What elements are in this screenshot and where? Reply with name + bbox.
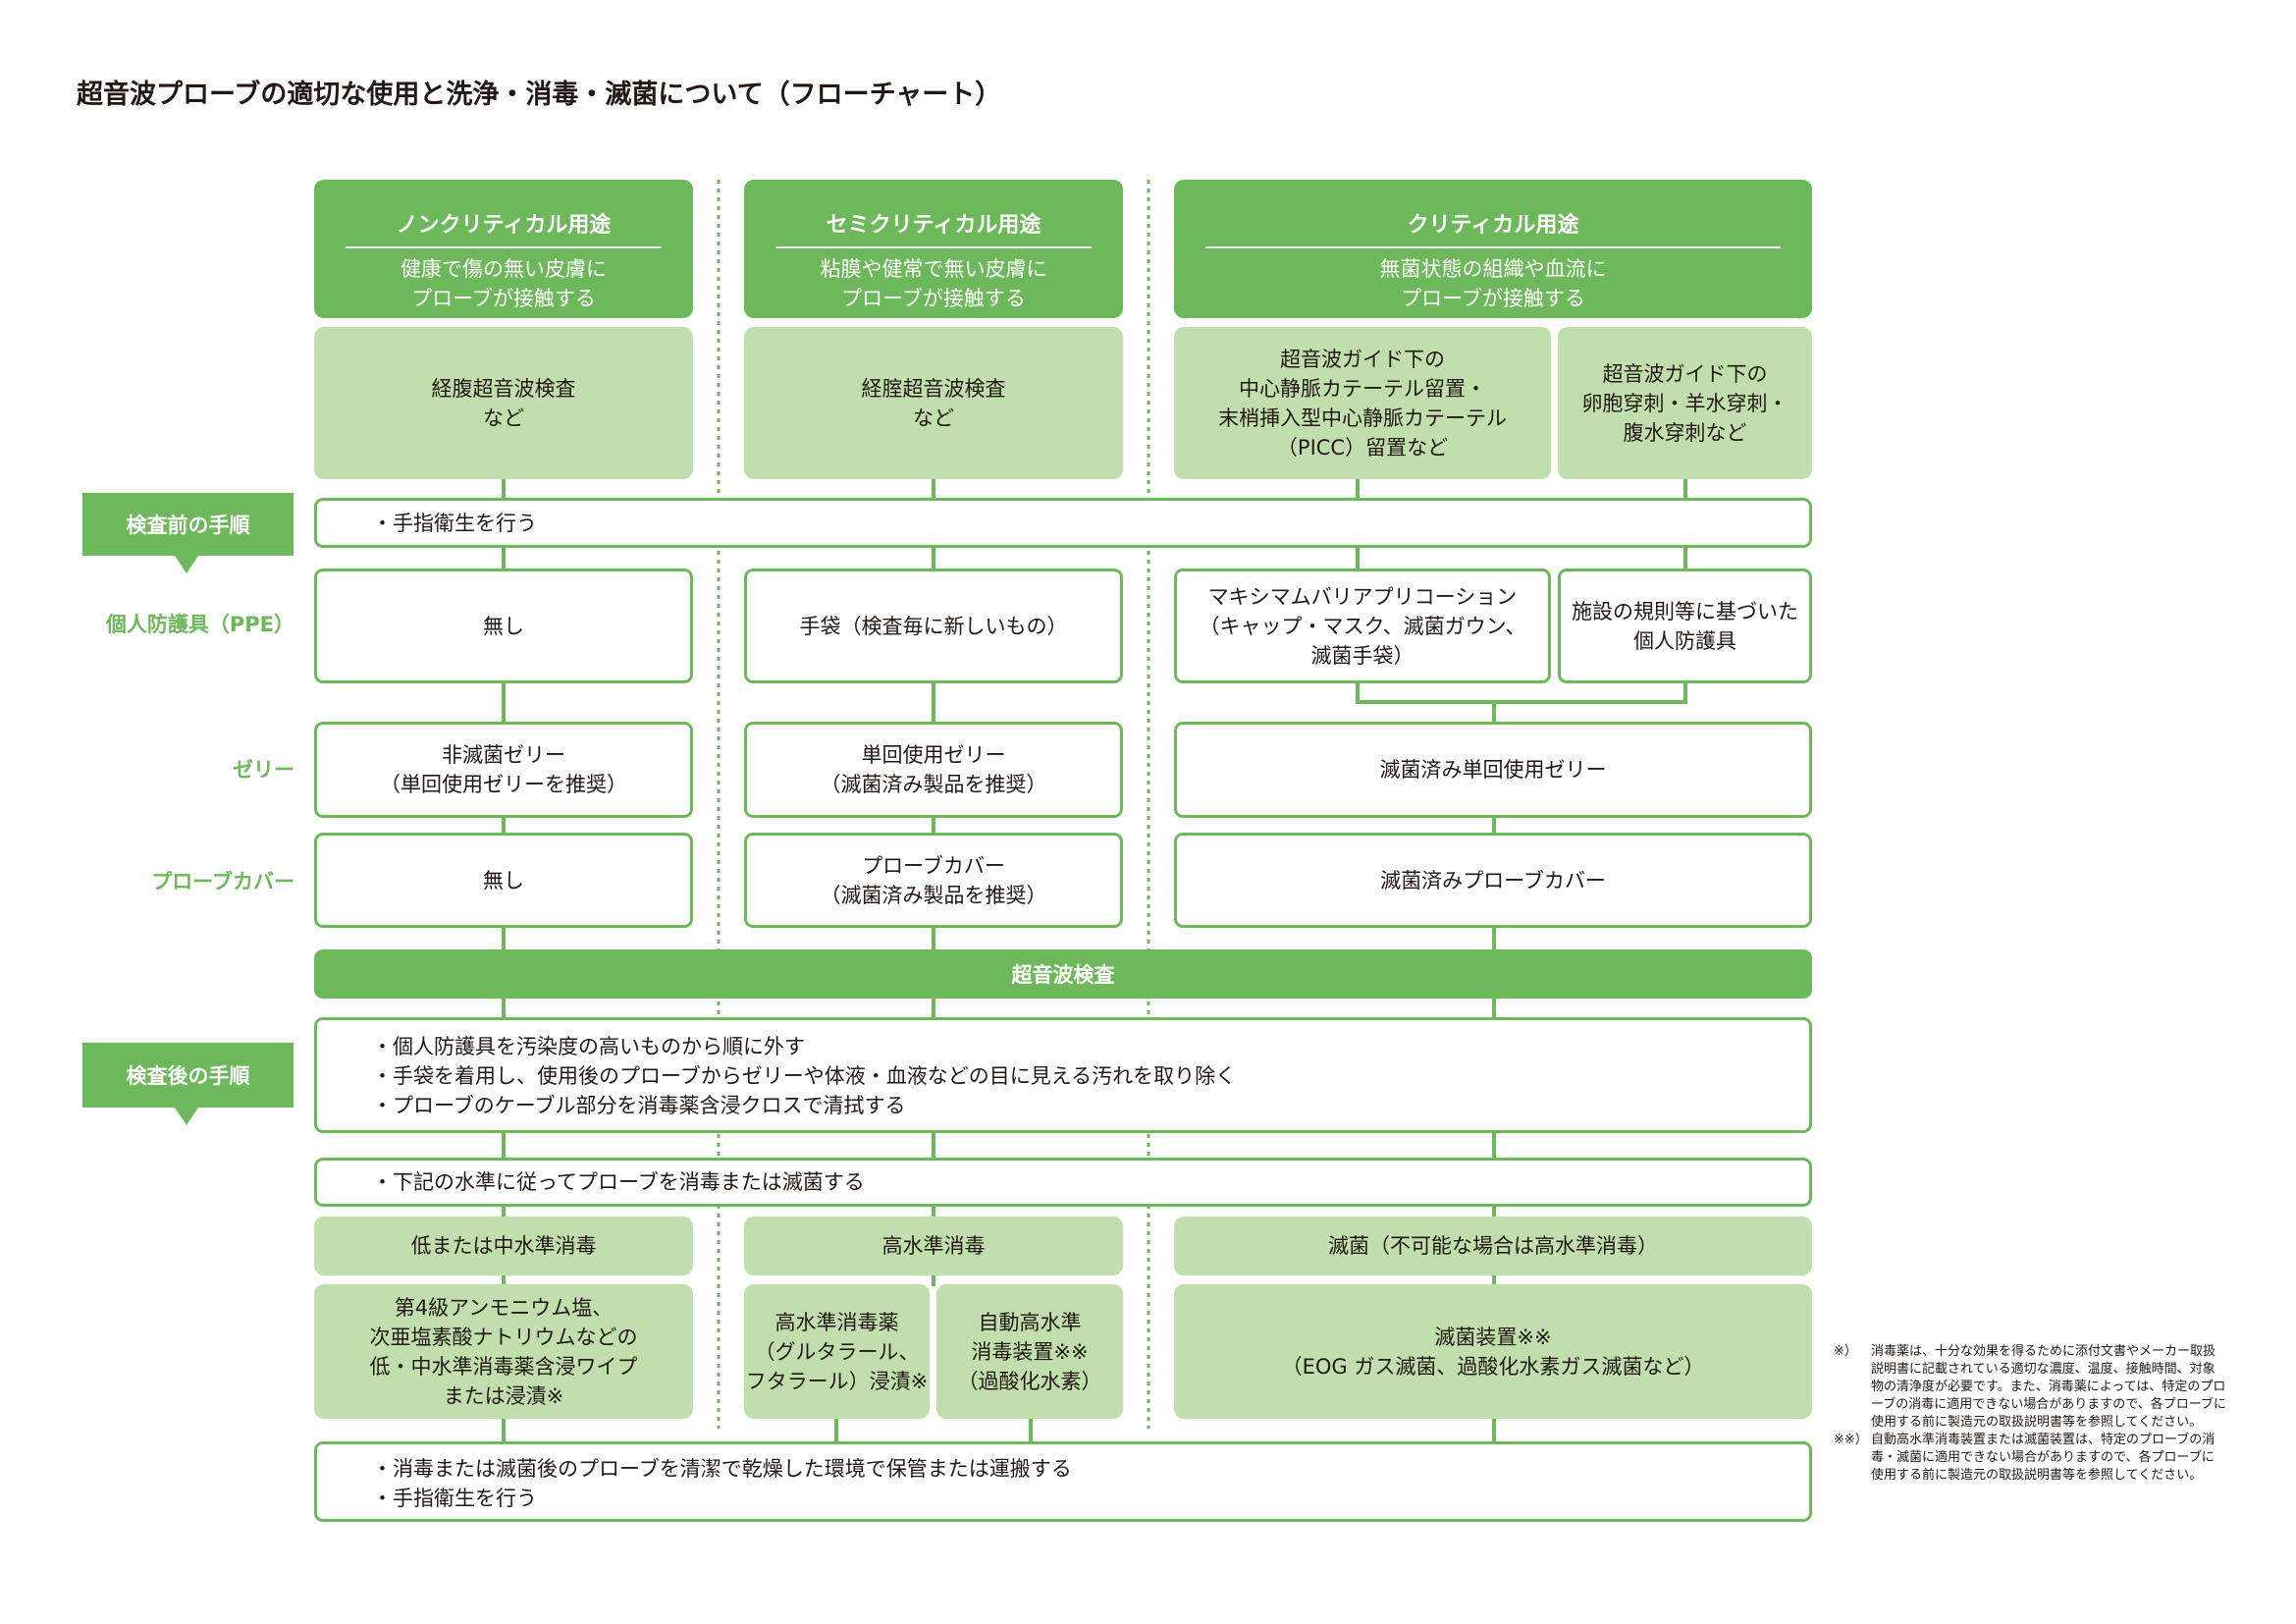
footnote-text: 自動高水準消毒装置または滅菌装置は、特定のプローブの消毒・滅菌に適用できない場合… [1871,1433,2216,1483]
gel-col1: 非滅菌ゼリー （単回使用ゼリーを推奨） [314,722,693,818]
ppe-col2: 手袋（検査毎に新しいもの） [744,568,1123,683]
description: 粘膜や健常で無い皮膚に プローブが接触する [820,257,1047,310]
example-critical-b: 超音波ガイド下の 卵胞穿刺・羊水穿刺・ 腹水穿刺など [1558,327,1812,479]
level-col3: 滅菌（不可能な場合は高水準消毒） [1174,1217,1812,1275]
gel-label: ゼリー [233,758,294,782]
cover-col3: 滅菌済みプローブカバー [1174,833,1812,928]
cover-col2: プローブカバー （滅菌済み製品を推奨） [744,833,1123,928]
footnote-text: 消毒薬は、十分な効果を得るために添付文書やメーカー取扱説明書に記載されている適切… [1871,1344,2226,1430]
ppe-col1: 無し [314,568,693,683]
noncritical-header: ノンクリティカル用途健康で傷の無い皮膚に プローブが接触する [314,180,693,318]
level-col1: 低または中水準消毒 [314,1217,693,1275]
example-critical-a: 超音波ガイド下の 中心静脈カテーテル留置・ 末梢挿入型中心静脈カテーテル （PI… [1174,327,1551,479]
post-exam-label: 検査後の手順 [82,1043,294,1125]
example-semicritical: 経腟超音波検査 など [744,327,1123,479]
critical-header: クリティカル用途無菌状態の組織や血流に プローブが接触する [1174,180,1812,318]
footnote-mark: ※） [1834,1344,1857,1359]
cover-label: プローブカバー [151,870,294,893]
final-step-box: ・消毒または滅菌後のプローブを清潔で乾燥した環境で保管または運搬する ・手指衛生… [314,1441,1812,1522]
level-col2: 高水準消毒 [744,1217,1123,1275]
heading: クリティカル用途 [1205,207,1781,248]
method-col1: 第4級アンモニウム塩、 次亜塩素酸ナトリウムなどの 低・中水準消毒薬含浸ワイプ … [314,1284,693,1419]
cover-col1: 無し [314,833,693,928]
footnote: ※） 消毒薬は、十分な効果を得るために添付文書やメーカー取扱説明書に記載されている… [1834,1343,2226,1432]
pre-exam-label: 検査前の手順 [82,493,294,573]
description: 無菌状態の組織や血流に プローブが接触する [1379,257,1607,310]
ppe-col3a: マキシマムバリアプリコーション （キャップ・マスク、滅菌ガウン、 滅菌手袋） [1174,568,1551,683]
ppe-label: 個人防護具（PPE） [105,613,294,636]
footnote-mark: ※※） [1834,1433,1868,1447]
post-steps-box: ・個人防護具を汚染度の高いものから順に外す ・手袋を着用し、使用後のプローブから… [314,1017,1812,1133]
footnote: ※※）自動高水準消毒装置または滅菌装置は、特定のプローブの消毒・滅菌に適用できな… [1834,1432,2226,1485]
heading: セミクリティカル用途 [775,207,1092,248]
example-noncritical: 経腹超音波検査 など [314,327,693,479]
gel-col2: 単回使用ゼリー （滅菌済み製品を推奨） [744,722,1123,818]
semicritical-header: セミクリティカル用途粘膜や健常で無い皮膚に プローブが接触する [744,180,1123,318]
footnotes: ※） 消毒薬は、十分な効果を得るために添付文書やメーカー取扱説明書に記載されている… [1834,1343,2226,1485]
exam-bar: 超音波検査 [314,949,1812,999]
level-step-box: ・下記の水準に従ってプローブを消毒または滅菌する [314,1158,1812,1207]
heading: ノンクリティカル用途 [346,207,662,248]
method-col2b: 自動高水準 消毒装置※※ （過酸化水素） [936,1284,1123,1419]
pre-step-box: ・手指衛生を行う [314,498,1812,548]
description: 健康で傷の無い皮膚に プローブが接触する [400,257,607,310]
gel-col3: 滅菌済み単回使用ゼリー [1174,722,1812,818]
page-title: 超音波プローブの適切な使用と洗浄・消毒・滅菌について（フローチャート） [77,80,1002,110]
method-col3: 滅菌装置※※ （EOG ガス滅菌、過酸化水素ガス滅菌など） [1174,1284,1812,1419]
method-col2a: 高水準消毒薬 （グルタラール、 フタラール）浸漬※ [744,1284,930,1419]
ppe-col3b: 施設の規則等に基づいた 個人防護具 [1558,568,1812,683]
